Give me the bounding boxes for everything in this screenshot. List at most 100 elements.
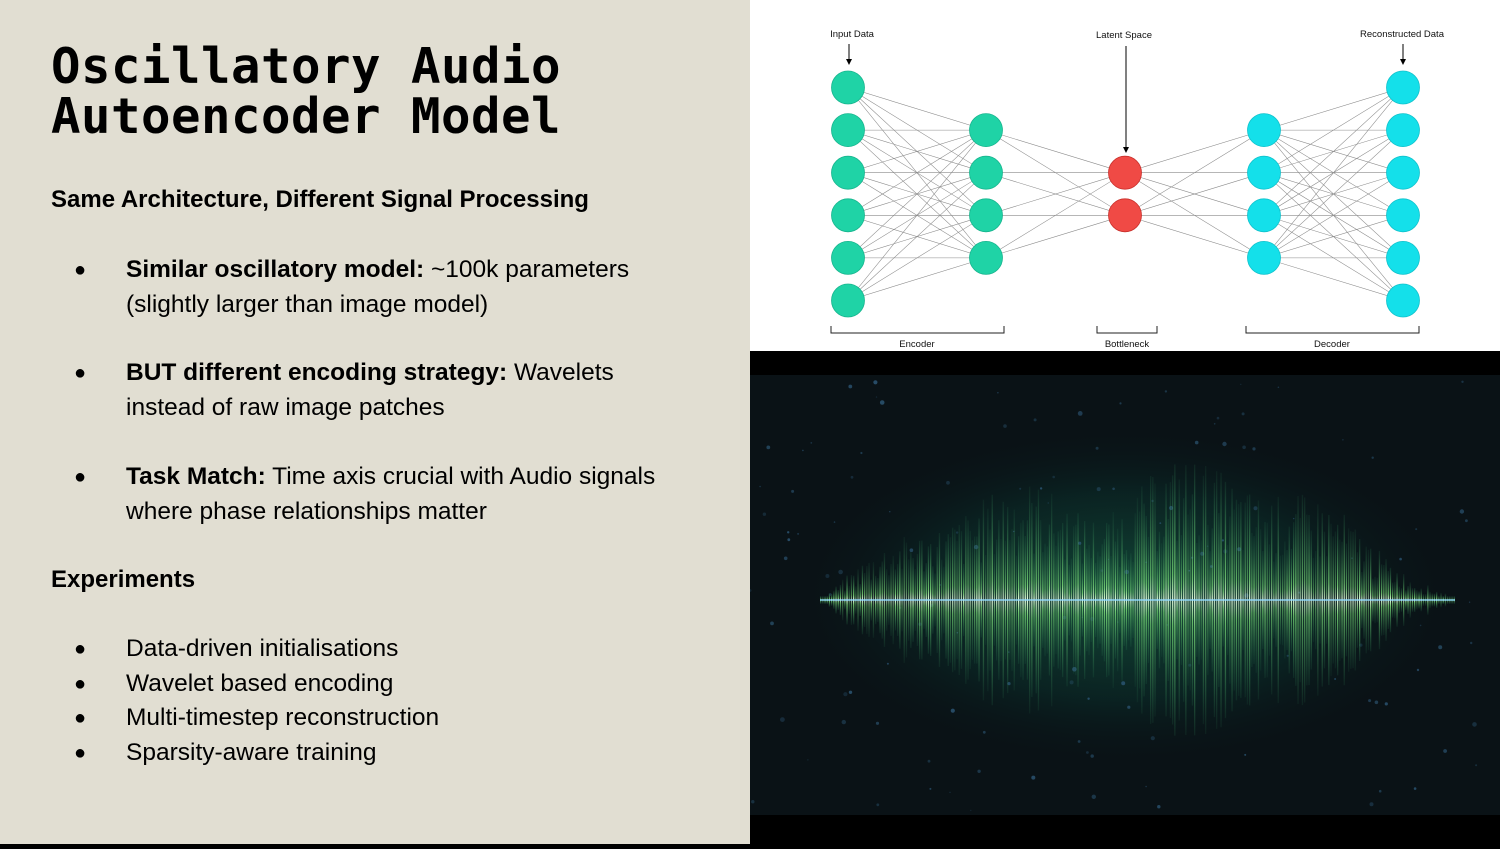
dust-speck <box>1465 519 1468 523</box>
dust-speck <box>1095 446 1099 450</box>
experiment-item: Sparsity-aware training <box>126 739 377 766</box>
bullet-dot: ● <box>74 362 87 384</box>
dust-speck <box>1091 794 1096 799</box>
dust-speck <box>1342 438 1344 441</box>
dust-speck <box>1222 441 1227 447</box>
dust-speck <box>1039 487 1043 490</box>
dust-speck <box>1293 517 1295 520</box>
dust-speck <box>1461 380 1464 383</box>
network-edge <box>1124 129 1265 173</box>
dust-speck <box>1145 785 1147 788</box>
bottleneck-label: Bottleneck <box>1105 339 1150 350</box>
dust-speck <box>1470 641 1473 645</box>
dust-speck <box>1087 697 1090 700</box>
dust-speck <box>1252 447 1256 451</box>
dust-speck <box>1443 749 1447 753</box>
dust-speck <box>997 392 999 394</box>
dust-speck <box>1077 740 1081 743</box>
network-edge <box>1263 87 1404 216</box>
dust-speck <box>1077 411 1083 416</box>
dust-speck <box>825 574 830 578</box>
dust-speck <box>1277 386 1280 389</box>
dust-speck <box>1052 475 1055 479</box>
dust-speck <box>1286 654 1289 657</box>
dust-speck <box>1475 764 1478 767</box>
decoder-node <box>1247 198 1281 233</box>
dust-speck <box>950 708 955 713</box>
dust-speck <box>1419 624 1422 627</box>
dust-speck <box>1371 456 1374 459</box>
latent-node <box>1108 155 1142 190</box>
dust-speck <box>770 621 774 626</box>
dust-speck <box>1253 506 1258 511</box>
encoder-node <box>969 155 1003 190</box>
dust-speck <box>838 569 843 575</box>
network-edge <box>847 257 987 301</box>
output-node <box>1386 198 1420 233</box>
dust-speck <box>766 445 771 450</box>
dust-speck <box>787 531 790 534</box>
dust-speck <box>1459 509 1465 514</box>
bullet-dot: ● <box>74 742 87 764</box>
dust-speck <box>875 721 880 725</box>
network-edge <box>847 129 987 173</box>
dust-speck <box>848 690 853 694</box>
bottleneck-bracket <box>1096 326 1158 334</box>
decoder-bracket <box>1245 326 1420 334</box>
dust-speck <box>1368 699 1372 703</box>
dust-speck <box>1159 522 1162 524</box>
audio-waveform-image <box>748 375 1500 815</box>
dust-speck <box>1127 705 1131 709</box>
dust-speck <box>833 521 836 523</box>
network-edge <box>847 129 987 301</box>
dust-speck <box>791 489 795 493</box>
dust-speck <box>1415 528 1418 531</box>
network-edge <box>1263 257 1404 301</box>
bullet-bold-label: Task Match: <box>126 463 266 490</box>
decoder-node <box>1247 240 1281 275</box>
network-edge <box>847 87 987 131</box>
dust-speck <box>748 589 752 592</box>
bullet-dot: ● <box>74 259 87 281</box>
dust-speck <box>1157 805 1161 809</box>
dust-speck <box>1112 487 1115 491</box>
network-nodes <box>831 70 1420 318</box>
dust-speck <box>1241 412 1245 416</box>
dust-speck <box>1369 802 1374 807</box>
network-edge <box>985 172 1126 216</box>
dust-speck <box>841 719 846 725</box>
network-edge <box>847 215 987 301</box>
dust-speck <box>1078 541 1082 545</box>
dust-speck <box>1399 557 1402 561</box>
dust-speck <box>797 532 800 535</box>
dust-speck <box>1216 416 1220 420</box>
dust-speck <box>1119 402 1122 405</box>
dust-speck <box>1069 680 1074 685</box>
dust-speck <box>1096 487 1101 492</box>
network-edge <box>1263 87 1404 131</box>
input-node <box>831 240 865 275</box>
network-edge <box>847 172 987 301</box>
audio-waveform-panel <box>748 351 1500 844</box>
section-heading-architecture: Same Architecture, Different Signal Proc… <box>51 186 589 213</box>
experiment-item: Data-driven initialisations <box>126 635 399 662</box>
dust-speck <box>1213 423 1216 425</box>
bullet-bold-label: Similar oscillatory model: <box>126 256 425 283</box>
dust-speck <box>982 730 986 734</box>
dust-speck <box>860 451 863 455</box>
dust-speck <box>876 803 880 807</box>
bullet-item: BUT different encoding strategy: Wavelet… <box>126 356 686 425</box>
dust-speck <box>1090 754 1094 758</box>
dust-speck <box>1413 787 1417 790</box>
network-edge <box>1124 215 1265 259</box>
dust-speck <box>783 556 788 561</box>
experiment-item: Multi-timestep reconstruction <box>126 704 440 731</box>
dust-speck <box>1008 651 1010 653</box>
dust-speck <box>875 396 878 398</box>
dust-speck <box>1121 681 1126 686</box>
slide-title: Oscillatory Audio Autoencoder Model <box>51 42 561 142</box>
output-node <box>1386 113 1420 148</box>
dust-speck <box>807 759 809 761</box>
autoencoder-diagram: Input Data Latent Space Reconstructed Da… <box>830 29 1445 350</box>
bullet-dot: ● <box>74 638 87 660</box>
